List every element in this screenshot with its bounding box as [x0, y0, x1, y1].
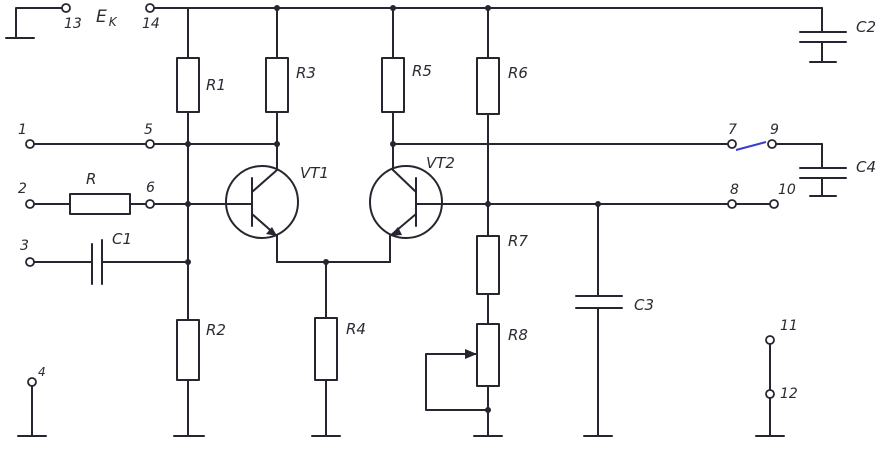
- jumper-7-9: [735, 141, 767, 151]
- vt2-label: VT2: [426, 154, 455, 172]
- terminal-6[interactable]: [145, 199, 155, 209]
- c4-label: C4: [856, 158, 876, 176]
- r8-wiper: [425, 349, 489, 411]
- terminal-5[interactable]: [145, 139, 155, 149]
- terminal-6-label: 6: [146, 180, 155, 196]
- resistor-r3: [265, 57, 289, 113]
- capacitor-c4: [799, 167, 847, 197]
- capacitor-c3: [575, 295, 623, 309]
- capacitor-c1: [91, 239, 103, 285]
- c1-label: C1: [112, 230, 132, 248]
- r1-label: R1: [206, 76, 226, 94]
- terminal-1[interactable]: [25, 139, 35, 149]
- terminal-7[interactable]: [727, 139, 737, 149]
- terminal-13[interactable]: [61, 3, 71, 13]
- terminal-12-label: 12: [780, 386, 798, 402]
- terminal-13-label: 13: [64, 16, 82, 32]
- resistor-r: [69, 193, 131, 215]
- terminal-3-label: 3: [20, 238, 29, 254]
- terminal-5-label: 5: [144, 122, 153, 138]
- terminal-4-label: 4: [38, 365, 46, 379]
- terminal-4[interactable]: [27, 377, 37, 387]
- r7-label: R7: [508, 232, 528, 250]
- terminal-1-label: 1: [18, 122, 27, 138]
- resistor-r2: [176, 319, 200, 381]
- transistor-vt2: [369, 165, 489, 239]
- terminal-9[interactable]: [767, 139, 777, 149]
- resistor-r1: [176, 57, 200, 113]
- r2-label: R2: [206, 321, 226, 339]
- terminal-9-label: 9: [770, 122, 779, 138]
- terminal-2-label: 2: [18, 181, 27, 197]
- terminal-14[interactable]: [145, 3, 155, 13]
- supply-rail: [15, 5, 823, 39]
- r-label: R: [86, 170, 96, 188]
- terminal-11[interactable]: [765, 335, 775, 345]
- r8-label: R8: [508, 326, 528, 344]
- capacitor-c2: [799, 7, 847, 63]
- r4-label: R4: [346, 320, 366, 338]
- terminal-10[interactable]: [769, 199, 779, 209]
- terminal-14-label: 14: [142, 16, 160, 32]
- vt1-label: VT1: [300, 164, 329, 182]
- terminal-2[interactable]: [25, 199, 35, 209]
- terminal-10-label: 10: [778, 182, 796, 198]
- resistor-r7: [476, 235, 500, 295]
- c3-label: C3: [634, 296, 654, 314]
- terminal-11-label: 11: [780, 318, 798, 334]
- terminal-8[interactable]: [727, 199, 737, 209]
- transistor-vt1: [225, 165, 299, 239]
- terminal-12[interactable]: [765, 389, 775, 399]
- terminal-8-label: 8: [730, 182, 739, 198]
- r5-label: R5: [412, 62, 432, 80]
- resistor-r5: [381, 57, 405, 113]
- terminal-7-label: 7: [728, 122, 737, 138]
- r3-label: R3: [296, 64, 316, 82]
- r6-label: R6: [508, 64, 528, 82]
- resistor-r6: [476, 57, 500, 115]
- potentiometer-r8: [476, 323, 500, 387]
- terminal-3[interactable]: [25, 257, 35, 267]
- resistor-r4: [314, 317, 338, 381]
- c2-label: C2: [856, 18, 876, 36]
